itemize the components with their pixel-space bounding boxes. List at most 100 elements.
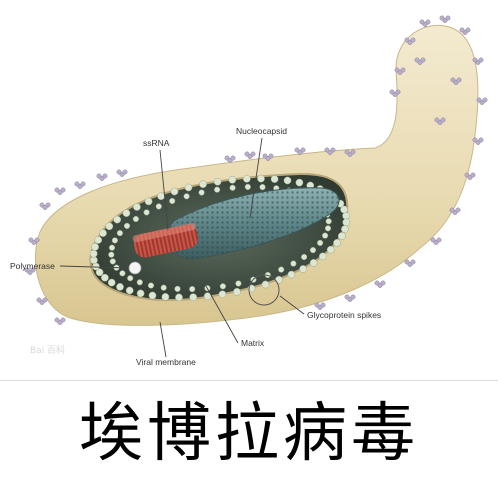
matrix-protein-dot bbox=[295, 178, 304, 187]
glycoprotein-spikes bbox=[24, 15, 488, 325]
matrix-protein-dot bbox=[143, 209, 150, 216]
matrix-protein-dot bbox=[213, 177, 222, 186]
matrix-protein-dot bbox=[175, 293, 183, 302]
matrix-protein-layer bbox=[89, 174, 351, 302]
glycoprotein-spike bbox=[476, 97, 488, 105]
matrix-protein-dot bbox=[101, 273, 109, 282]
glycoprotein-spike bbox=[450, 77, 462, 85]
glycoprotein-spike bbox=[28, 237, 40, 245]
matrix-protein-dot bbox=[318, 252, 327, 261]
matrix-protein-dot bbox=[189, 286, 196, 293]
matrix-protein-dot bbox=[147, 282, 155, 289]
matrix-protein-dot bbox=[91, 243, 99, 251]
matrix-protein-dot bbox=[270, 175, 279, 183]
label-ssrna: ssRNA bbox=[143, 138, 170, 148]
matrix-protein-dot bbox=[261, 280, 270, 289]
matrix-protein-dot bbox=[133, 203, 141, 211]
glycoprotein-spike bbox=[74, 181, 86, 189]
ssrna-coil bbox=[132, 223, 198, 258]
matrix-protein-dot bbox=[301, 253, 308, 261]
matrix-protein-dot bbox=[326, 245, 335, 254]
matrix-protein-dot bbox=[109, 258, 116, 265]
glycoprotein-spike bbox=[464, 172, 476, 180]
matrix-protein-dot bbox=[333, 239, 341, 247]
matrix-protein-dot bbox=[170, 187, 179, 196]
matrix-protein-dot bbox=[99, 229, 107, 237]
matrix-protein-dot bbox=[113, 215, 122, 224]
label-viral-membrane: Viral membrane bbox=[136, 357, 196, 367]
glycoprotein-spike bbox=[96, 173, 108, 181]
matrix-protein-dot bbox=[148, 291, 157, 300]
glycoprotein-spike bbox=[459, 27, 471, 35]
matrix-protein-dot bbox=[144, 197, 153, 206]
label-glycoprotein-spikes: Glycoprotein spikes bbox=[307, 310, 381, 320]
matrix-protein-dot bbox=[127, 275, 134, 282]
matrix-protein-dot bbox=[89, 249, 98, 258]
glycoprotein-spike bbox=[439, 15, 451, 23]
glycoprotein-spike bbox=[344, 149, 356, 157]
matrix-protein-dot bbox=[111, 237, 118, 244]
matrix-protein-dot bbox=[233, 287, 241, 296]
glycoprotein-spike bbox=[344, 294, 356, 302]
glycoprotein-spike bbox=[404, 259, 416, 267]
matrix-protein-dot bbox=[161, 293, 170, 301]
matrix-protein-dot bbox=[257, 174, 265, 183]
matrix-protein-dot bbox=[189, 293, 198, 302]
glycoprotein-spike bbox=[419, 19, 431, 27]
caption-title: 埃博拉病毒 bbox=[79, 397, 419, 471]
matrix-protein-dot bbox=[299, 265, 307, 273]
matrix-protein-dot bbox=[132, 215, 139, 223]
polymerase-protein bbox=[128, 261, 142, 275]
matrix-protein-dot bbox=[259, 184, 266, 191]
matrix-protein-dot bbox=[317, 239, 324, 246]
matrix-protein-dot bbox=[198, 189, 205, 196]
matrix-protein-dot bbox=[123, 222, 131, 229]
matrix-protein-dot bbox=[107, 278, 116, 287]
matrix-protein-dot bbox=[341, 225, 349, 233]
glycoprotein-spike bbox=[449, 207, 461, 215]
matrix-protein-dot bbox=[278, 266, 285, 273]
matrix-protein-dot bbox=[108, 244, 116, 251]
matrix-protein-dot bbox=[283, 176, 292, 185]
matrix-protein-dot bbox=[322, 232, 329, 239]
matrix-protein-dot bbox=[155, 203, 162, 210]
glycoprotein-spike bbox=[54, 187, 66, 195]
matrix-protein-dot bbox=[244, 183, 251, 190]
glycoprotein-spike bbox=[394, 67, 406, 75]
matrix-protein-dot bbox=[199, 180, 207, 189]
matrix-protein-dot bbox=[119, 270, 126, 277]
matrix-protein-dot bbox=[157, 192, 165, 201]
matrix-protein-dot bbox=[235, 280, 242, 287]
matrix-protein-dot bbox=[342, 218, 351, 227]
matrix-protein-dot bbox=[287, 270, 296, 279]
matrix-protein-dot bbox=[169, 197, 176, 205]
matrix-protein-dot bbox=[90, 256, 98, 265]
matrix-protein-dot bbox=[337, 232, 346, 240]
matrix-protein-dot bbox=[309, 247, 317, 254]
matrix-protein-dot bbox=[228, 175, 237, 184]
glycoprotein-spike bbox=[39, 202, 51, 210]
matrix-protein-dot bbox=[174, 285, 181, 292]
matrix-protein-dot bbox=[105, 222, 114, 231]
matrix-protein-dot bbox=[183, 193, 190, 200]
matrix-protein-dot bbox=[125, 286, 134, 295]
glycoprotein-spike bbox=[430, 237, 442, 245]
matrix-protein-dot bbox=[325, 218, 332, 225]
matrix-protein-dot bbox=[309, 259, 318, 267]
matrix-protein-dot bbox=[214, 186, 221, 193]
leader-lines bbox=[59, 137, 305, 358]
label-polymerase: Polymerase bbox=[10, 261, 55, 271]
matrix-protein-dot bbox=[136, 279, 143, 286]
matrix-protein-dot bbox=[219, 283, 226, 290]
watermark: Bai 百科 bbox=[30, 346, 66, 356]
matrix-protein-dot bbox=[95, 268, 104, 277]
glycoprotein-spike bbox=[389, 89, 401, 97]
matrix-protein-dot bbox=[108, 251, 115, 258]
matrix-protein-dot bbox=[160, 284, 167, 291]
glycoprotein-spike-highlight bbox=[248, 274, 280, 306]
matrix-protein-dot bbox=[242, 174, 251, 183]
glycoprotein-spike bbox=[244, 151, 256, 159]
matrix-protein-dot bbox=[184, 183, 193, 192]
matrix-protein-dot bbox=[290, 260, 297, 267]
matrix-protein-dot bbox=[122, 209, 131, 217]
